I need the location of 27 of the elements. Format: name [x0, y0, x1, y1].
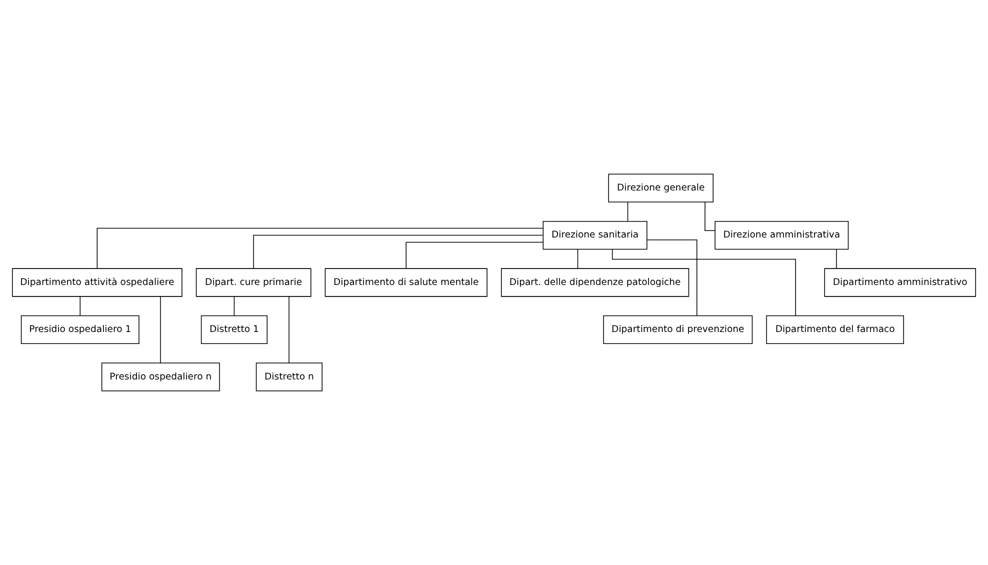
node-box: Dipartimento di salute mentale: [324, 268, 488, 297]
node-box: Presidio ospedaliero 1: [20, 315, 140, 344]
node-box: Dipartimento del farmaco: [766, 315, 904, 344]
connector: [253, 234, 544, 269]
connector: [234, 296, 235, 316]
node-box: Direzione generale: [608, 174, 714, 202]
connector: [612, 248, 796, 316]
node-box: Dipart. delle dipendenze patologiche: [500, 268, 690, 297]
connector: [836, 249, 837, 269]
node-box: Dipartimento amministrativo: [824, 268, 976, 297]
node-box: Dipartimento attività ospedaliere: [12, 268, 182, 297]
node-box: Dipartimento di prevenzione: [603, 315, 753, 344]
connector: [627, 202, 628, 222]
connector: [96, 228, 544, 269]
node-box: Direzione sanitaria: [542, 220, 648, 250]
node-box: Presidio ospedaliero n: [101, 362, 220, 392]
node-box: Distretto 1: [200, 315, 268, 344]
connector: [80, 296, 81, 316]
node-box: Direzione amministrativa: [714, 220, 849, 250]
node-box: Dipart. cure primarie: [196, 268, 312, 297]
connector: [646, 240, 698, 316]
node-box: Distretto n: [256, 362, 322, 392]
connector: [704, 202, 716, 231]
connector: [577, 249, 578, 269]
connector: [288, 296, 290, 364]
connector: [160, 296, 161, 364]
connector: [406, 242, 544, 269]
